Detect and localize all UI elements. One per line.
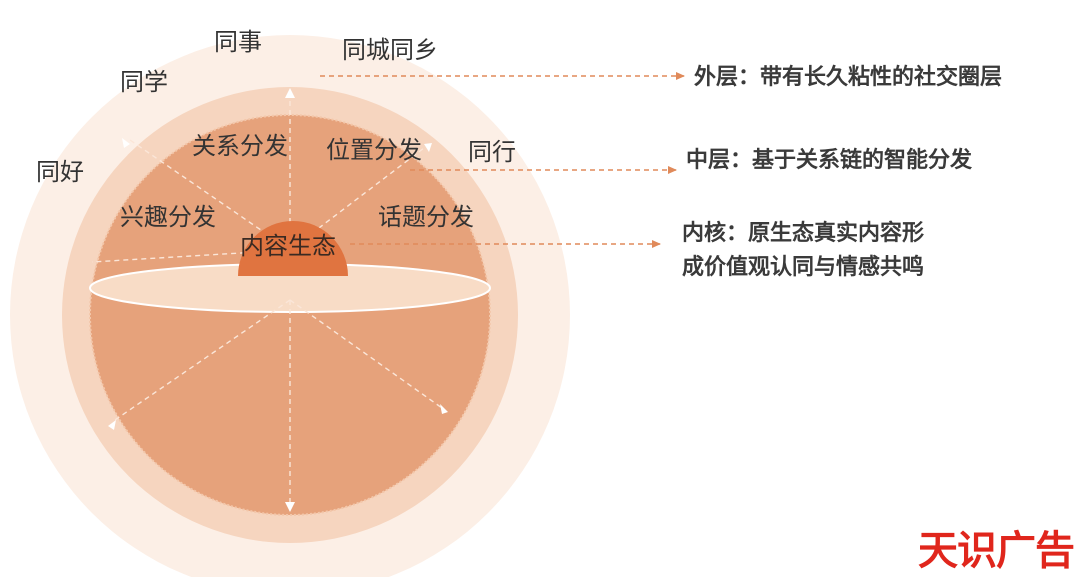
callout-core-line2: 成价值观认同与情感共鸣 <box>682 255 925 280</box>
watermark-logo: 天识广告 <box>918 528 1075 574</box>
label-tonghao: 同好 <box>36 158 84 186</box>
label-tongxue: 同学 <box>120 68 168 96</box>
label-core-content-ecology: 内容生态 <box>240 232 336 260</box>
label-xingqu-fenfa: 兴趣分发 <box>120 203 216 231</box>
core-semicircle <box>238 221 348 276</box>
callout-core-line1: 内核：原生态真实内容形 <box>682 221 925 246</box>
label-tongshi: 同事 <box>214 28 262 56</box>
label-huati-fenfa: 话题分发 <box>378 203 474 231</box>
callout-arrows <box>320 72 685 248</box>
ring-arrowheads <box>108 88 448 512</box>
callout-outer-layer: 外层：带有长久粘性的社交圈层 <box>694 65 1003 90</box>
label-weizhi-fenfa: 位置分发 <box>326 136 422 164</box>
callout-middle-layer: 中层：基于关系链的智能分发 <box>686 148 973 173</box>
inner-sphere <box>89 114 491 516</box>
label-tongchengtongxiang: 同城同乡 <box>342 36 438 64</box>
label-tonghang: 同行 <box>468 138 516 166</box>
lower-radial-lines <box>111 299 443 505</box>
label-guanxi-fenfa: 关系分发 <box>192 132 288 160</box>
